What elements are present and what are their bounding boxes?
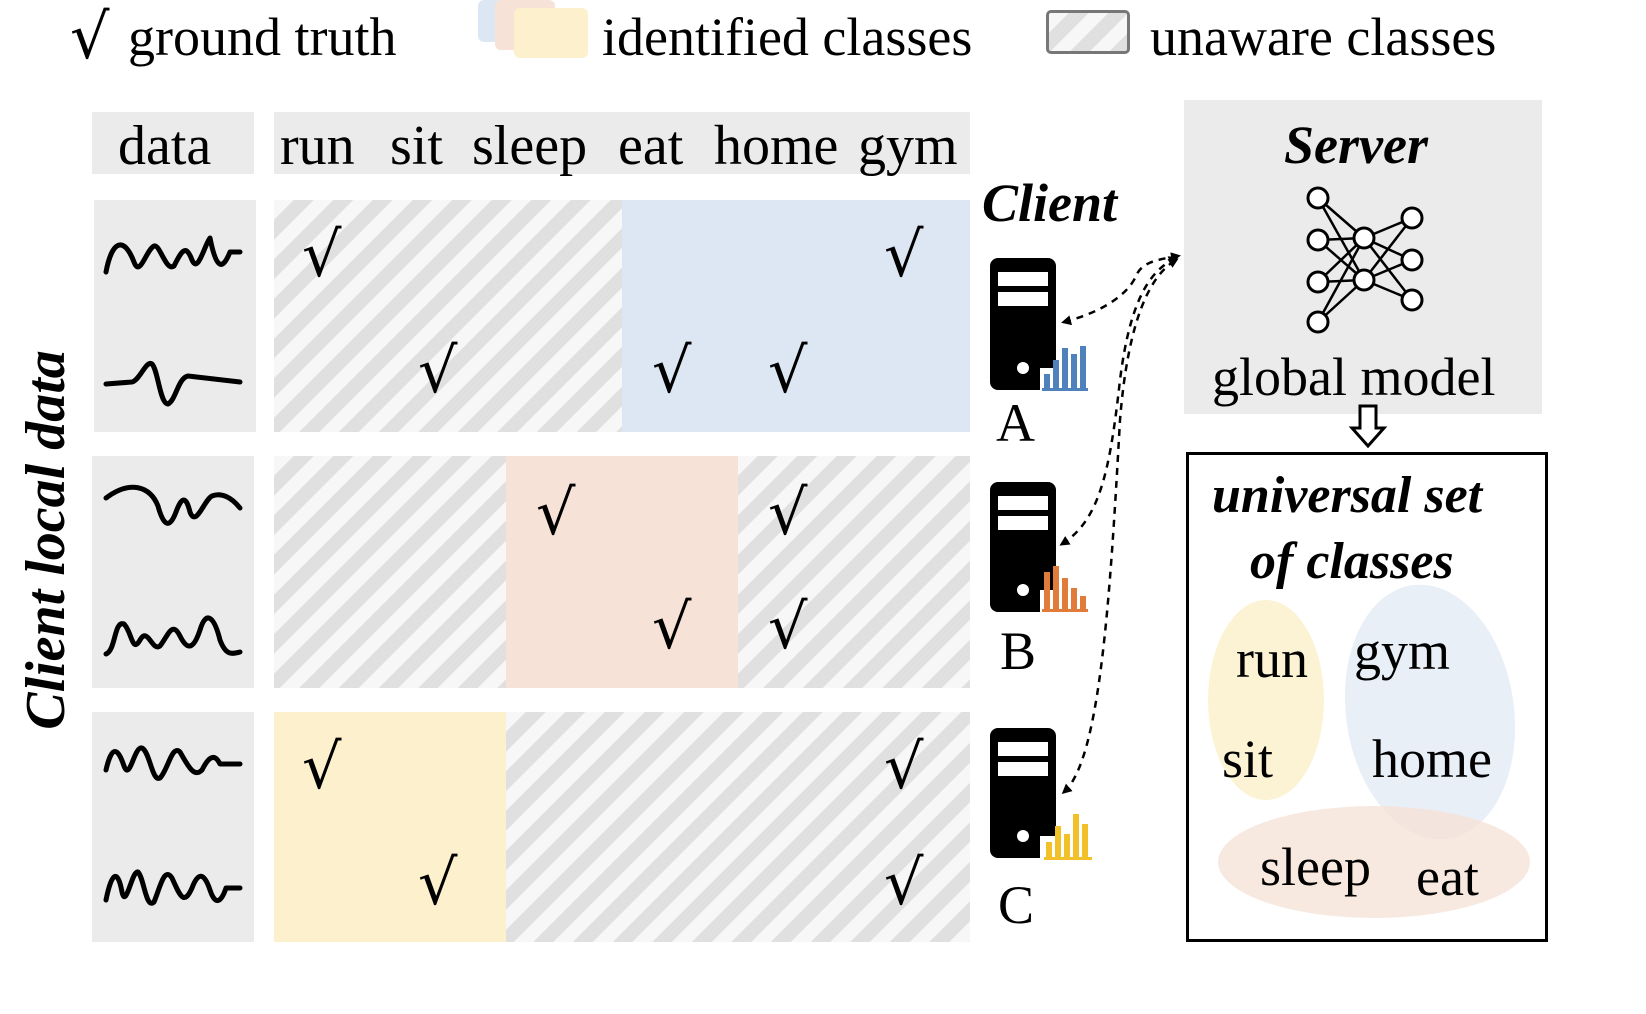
legend-check-symbol: √ — [70, 0, 110, 73]
client-label-c: C — [998, 875, 1035, 935]
waveform-icon — [103, 869, 243, 906]
check-icon: √ — [652, 334, 692, 407]
check-icon: √ — [768, 476, 808, 549]
server-title: Server — [1284, 115, 1428, 175]
class-header-eat: eat — [618, 115, 684, 177]
universal-class-gym: gym — [1354, 621, 1451, 681]
check-icon: √ — [302, 218, 342, 291]
universal-class-run: run — [1236, 629, 1308, 689]
legend-ground-truth: ground truth — [128, 7, 397, 67]
check-icon: √ — [884, 730, 924, 803]
waveform-icon — [103, 615, 243, 657]
waveform-icon — [103, 745, 243, 781]
identified-region-c — [274, 712, 506, 942]
class-header-sleep: sleep — [472, 115, 588, 177]
class-header-bar — [274, 112, 970, 174]
check-icon: √ — [884, 846, 924, 919]
universal-class-home: home — [1372, 729, 1492, 789]
identified-region-b — [506, 456, 738, 688]
client-title: Client — [982, 173, 1118, 233]
waveform-icon — [103, 484, 243, 526]
global-model-label: global model — [1212, 347, 1496, 407]
check-icon: √ — [652, 590, 692, 663]
check-icon: √ — [768, 334, 808, 407]
ellipse-client-a — [1344, 584, 1516, 840]
unaware-region-c — [506, 712, 970, 942]
legend-unaware-label: unaware classes — [1150, 7, 1497, 67]
legend-unaware-swatch — [1046, 10, 1130, 54]
check-icon: √ — [302, 730, 342, 803]
unaware-region-a — [274, 200, 622, 432]
ellipse-client-c — [1208, 600, 1324, 800]
server-tower-icon — [990, 482, 1056, 612]
server-tower-icon — [990, 258, 1056, 390]
universal-class-eat: eat — [1416, 847, 1479, 907]
legend-identified-swatch — [514, 8, 588, 58]
data-header-cell — [92, 112, 254, 174]
bar-chart-icon — [1040, 814, 1092, 860]
check-icon: √ — [418, 334, 458, 407]
check-icon: √ — [768, 590, 808, 663]
data-header: data — [118, 115, 212, 177]
down-arrow-icon — [1348, 404, 1388, 449]
arrow-client-c — [1061, 258, 1179, 794]
class-header-gym: gym — [858, 115, 958, 177]
class-header-sit: sit — [390, 115, 443, 177]
unaware-region-b-right — [738, 456, 970, 688]
waveform-icon — [103, 235, 243, 275]
universal-title-line2: of classes — [1250, 533, 1454, 590]
check-icon: √ — [536, 476, 576, 549]
ellipse-client-b — [1218, 806, 1530, 918]
client-label-b: B — [1000, 621, 1037, 681]
class-header-home: home — [714, 115, 839, 177]
legend-identified-label: identified classes — [602, 7, 973, 67]
waveforms — [103, 235, 243, 906]
client-label-a: A — [996, 393, 1035, 453]
check-icon: √ — [884, 218, 924, 291]
check-icon: √ — [418, 846, 458, 919]
unaware-region-b-left — [274, 456, 506, 688]
server-tower-icon — [990, 728, 1056, 858]
universal-title-line1: universal set — [1212, 467, 1483, 524]
server-box — [1184, 100, 1542, 414]
universal-class-sleep: sleep — [1260, 837, 1371, 897]
class-header-run: run — [280, 115, 355, 177]
identified-region-a — [622, 200, 970, 432]
waveform-icon — [103, 361, 243, 407]
universal-class-sit: sit — [1222, 729, 1274, 789]
